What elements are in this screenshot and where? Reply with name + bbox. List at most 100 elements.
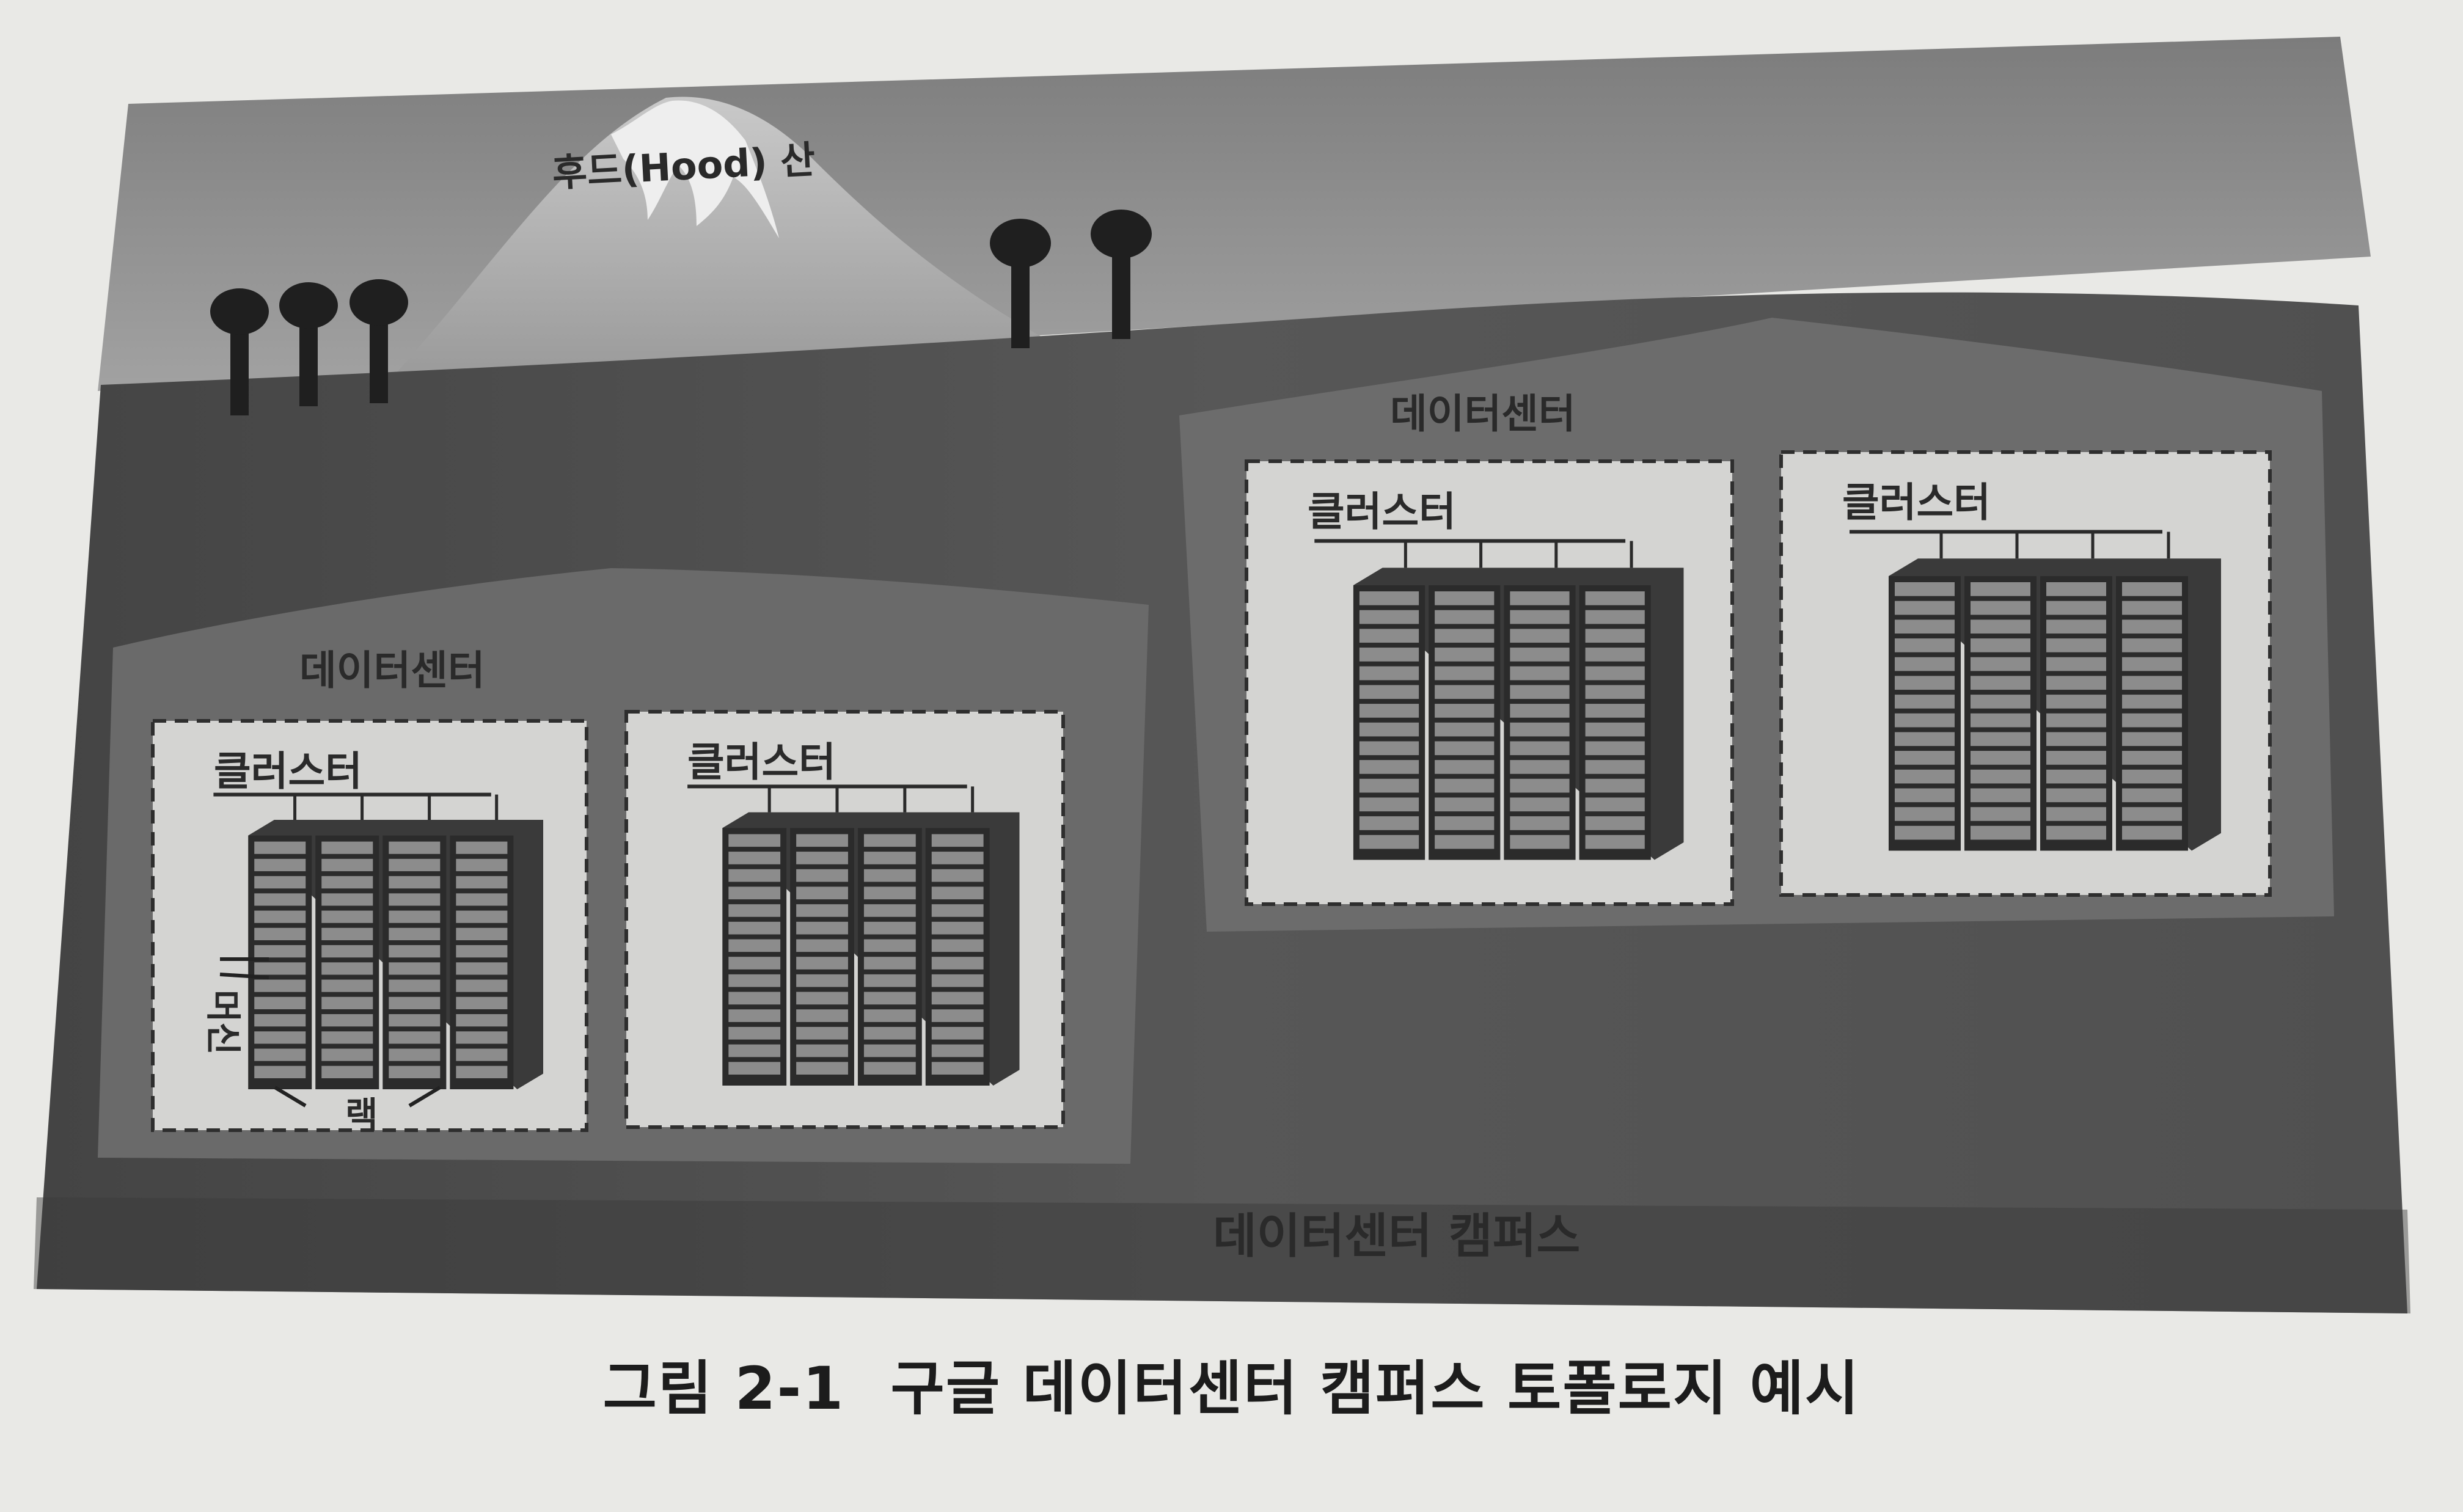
machine-slot: [254, 945, 306, 958]
machine-slot: [1510, 704, 1570, 718]
machine-slot: [728, 904, 781, 917]
machine-slot: [1971, 676, 2030, 690]
machine-slot: [2122, 582, 2182, 596]
machine-slot: [321, 979, 373, 992]
machine-slot: [1895, 582, 1955, 596]
figure-caption-text: 구글 데이터센터 캠퍼스 토폴로지 예시: [890, 1354, 1861, 1423]
machine-slot: [456, 962, 508, 975]
machine-slot: [863, 904, 916, 917]
machine-slot: [1895, 769, 1955, 784]
machine-slot: [1585, 704, 1645, 718]
cluster-label: 클러스터: [1842, 479, 1991, 526]
machine-slot: [1510, 741, 1570, 756]
machine-slot: [389, 1014, 441, 1027]
machine-slot: [389, 876, 441, 889]
machine-slot: [321, 945, 373, 958]
machine-slot: [321, 1014, 373, 1027]
machine-slot: [863, 921, 916, 935]
machine-annotation: 머신: [202, 957, 269, 1055]
machine-slot: [796, 834, 848, 847]
machine-slot: [1585, 648, 1645, 662]
machine-slot: [1435, 629, 1495, 643]
machine-slot: [321, 962, 373, 975]
machine-slot: [863, 1026, 916, 1040]
machine-slot: [1435, 685, 1495, 699]
mountain-hood: [391, 97, 1051, 379]
rack: [1964, 576, 2037, 851]
machine-slot: [2046, 732, 2106, 747]
machine-slot: [2046, 788, 2106, 803]
machine-slot: [1585, 591, 1645, 605]
machine-slot: [2046, 769, 2106, 784]
machine-slot: [863, 957, 916, 970]
machine-slot: [254, 876, 306, 889]
machine-slot: [254, 1065, 306, 1078]
machine-slot: [2122, 657, 2182, 671]
cluster-label: 클러스터: [687, 739, 836, 786]
machine-slot: [456, 945, 508, 958]
tree-group-left: [210, 279, 408, 415]
rack: [1579, 585, 1651, 860]
machine-slot: [796, 852, 848, 864]
machine-slot: [456, 1031, 508, 1044]
machine-slot: [796, 886, 848, 900]
machine-slot: [931, 939, 984, 952]
machine-slot: [931, 974, 984, 987]
machine-slot: [321, 910, 373, 923]
machine-slot: [863, 1044, 916, 1057]
machine-slot: [728, 957, 781, 970]
rack: [790, 828, 854, 1086]
machine-slot: [1585, 610, 1645, 624]
rack: [925, 828, 990, 1086]
figure-caption: 그림 2-1 구글 데이터센터 캠퍼스 토폴로지 예시: [0, 1341, 2463, 1426]
machine-slot: [254, 893, 306, 906]
machine-slot: [2046, 713, 2106, 728]
machine-slot: [1971, 732, 2030, 747]
machine-slot: [728, 834, 781, 847]
machine-slot: [1435, 816, 1495, 830]
machine-slot: [1359, 816, 1419, 830]
rack: [2040, 576, 2112, 851]
machine-slot: [2122, 695, 2182, 709]
machine-slot: [1510, 778, 1570, 793]
machine-slot: [321, 893, 373, 906]
machine-slot: [321, 1031, 373, 1044]
machine-slot: [1510, 797, 1570, 812]
machine-slot: [389, 841, 441, 854]
tree: [279, 282, 338, 406]
machine-slot: [2046, 676, 2106, 690]
machine-slot: [2122, 769, 2182, 784]
rack: [2116, 576, 2188, 851]
rack-annotation: 랙: [274, 1086, 441, 1136]
machine-slot: [2122, 638, 2182, 652]
machine-slot: [1359, 666, 1419, 681]
machine-slot: [1510, 816, 1570, 830]
machine-slot: [1359, 591, 1419, 605]
machine-slot: [1895, 713, 1955, 728]
machine-slot: [456, 996, 508, 1010]
machine-slot: [1510, 648, 1570, 662]
machine-slot: [2046, 638, 2106, 652]
machine-slot: [1585, 835, 1645, 849]
machine-slot: [389, 945, 441, 958]
tree: [350, 279, 408, 403]
machine-slot: [1971, 695, 2030, 709]
machine-slot: [1510, 666, 1570, 681]
machine-slot: [1895, 825, 1955, 840]
machine-slot: [931, 1009, 984, 1022]
machine-slot: [931, 992, 984, 1005]
machine-slot: [1585, 629, 1645, 643]
machine-slot: [1971, 713, 2030, 728]
machine-slot: [456, 979, 508, 992]
machine-slot: [863, 1009, 916, 1022]
cluster-label: 클러스터: [1308, 488, 1456, 535]
tree: [990, 219, 1051, 348]
machine-slot: [796, 1044, 848, 1057]
machine-pointer-line: [219, 973, 269, 979]
machine-slot: [1435, 778, 1495, 793]
machine-slot: [1585, 666, 1645, 681]
machine-slot: [1359, 760, 1419, 774]
machine-slot: [321, 858, 373, 872]
machine-slot: [863, 974, 916, 987]
machine-slot: [389, 962, 441, 975]
